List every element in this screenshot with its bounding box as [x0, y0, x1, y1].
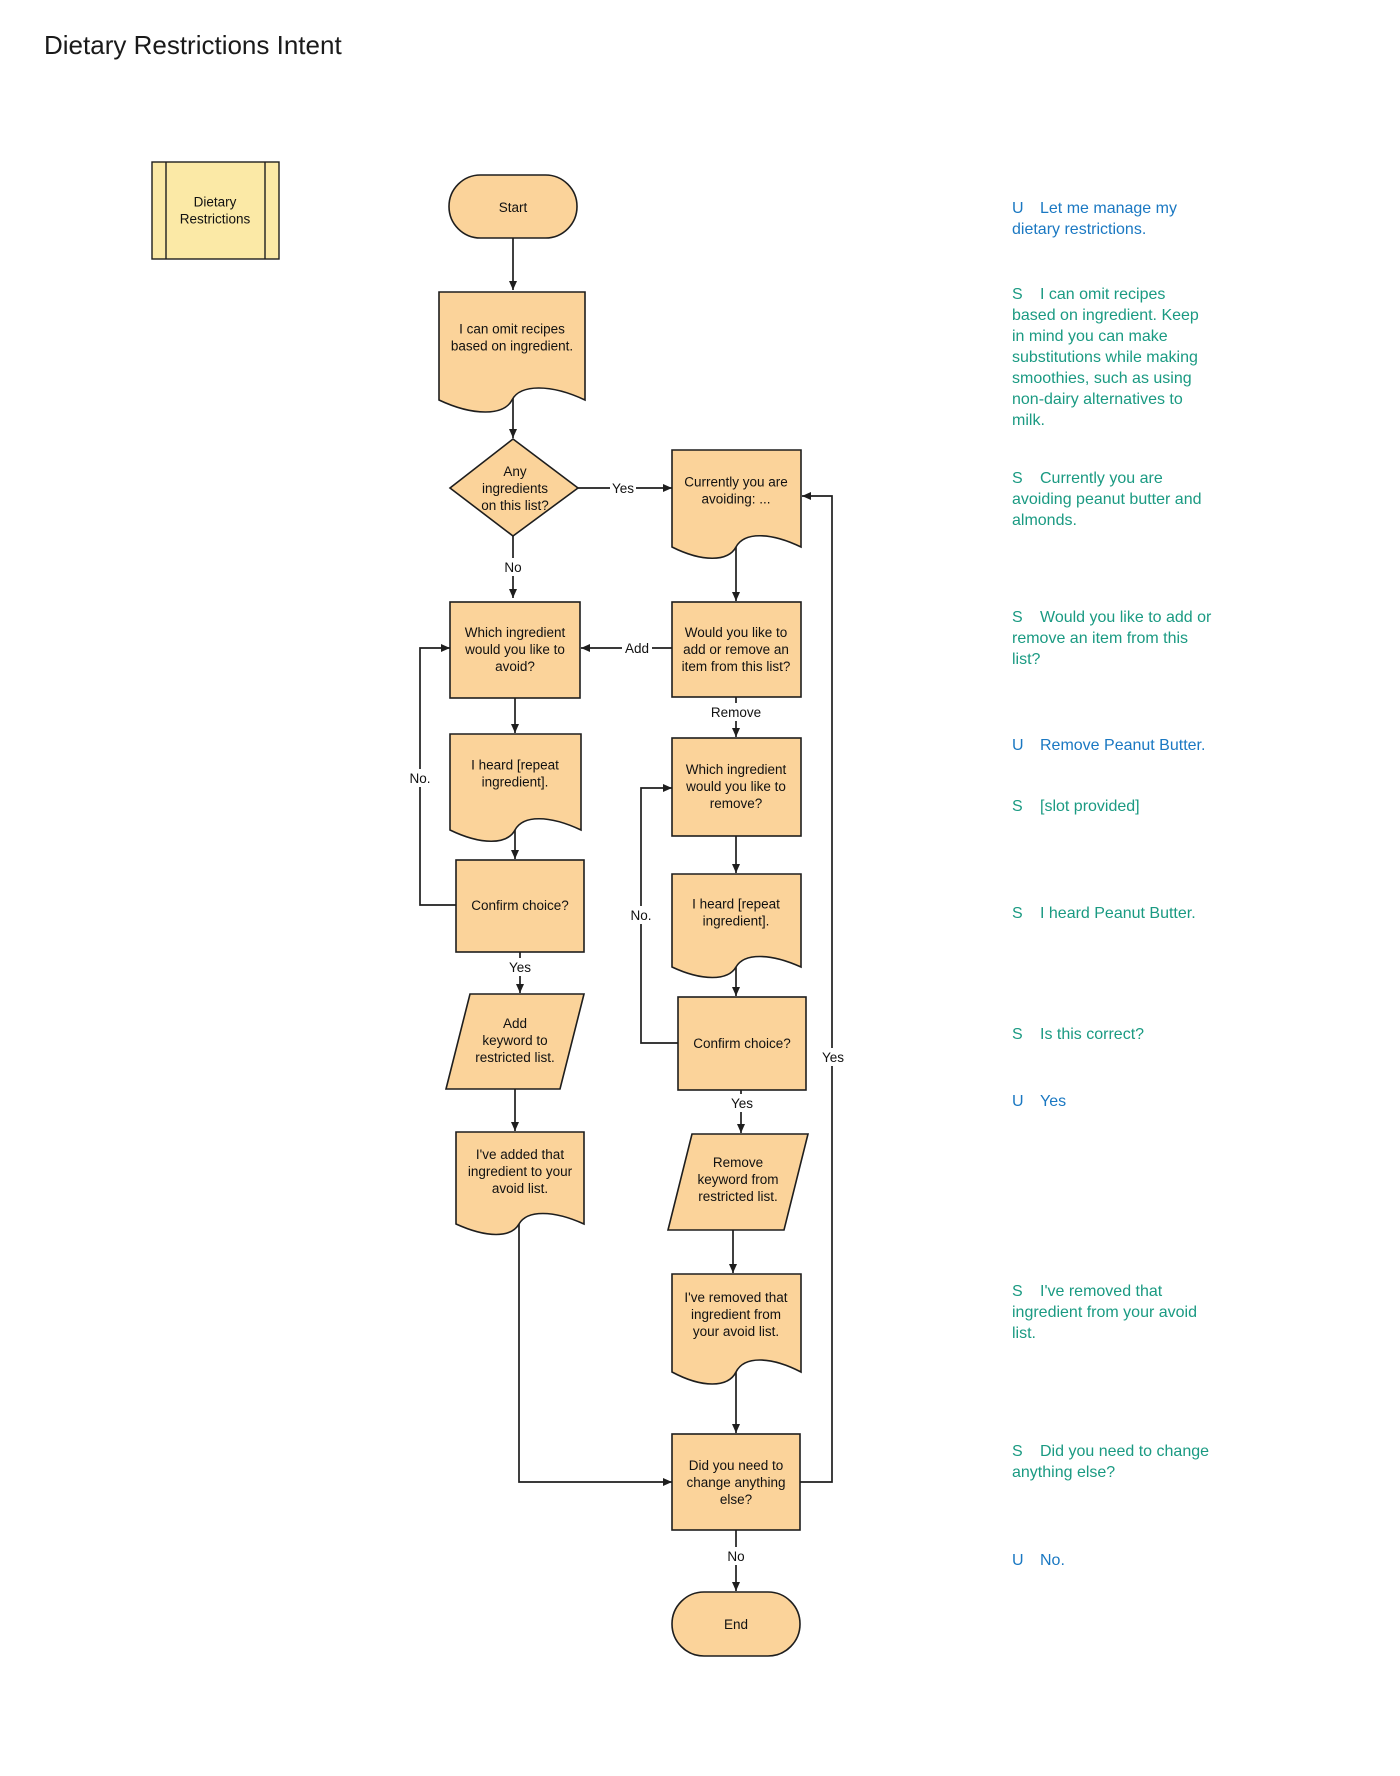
edge-label-yes-loop: Yes: [822, 1050, 844, 1065]
dialog-turn: S [slot provided]: [1012, 796, 1212, 817]
confirm-remove-label: Confirm choice?: [693, 1036, 791, 1051]
dialog-text: Let me manage my dietary restrictions.: [1012, 200, 1177, 238]
dialog-turn: U Remove Peanut Butter.: [1012, 735, 1212, 756]
dialog-turn: S Is this correct?: [1012, 1024, 1212, 1045]
edge-label-yes-list: Yes: [612, 481, 634, 496]
edge-label-yes-remove: Yes: [731, 1096, 753, 1111]
speaker-tag: S: [1012, 905, 1023, 922]
speaker-tag: U: [1012, 1093, 1024, 1110]
dialog-text: I've removed that ingredient from your a…: [1012, 1283, 1197, 1342]
dialog-text: Currently you are avoiding peanut butter…: [1012, 470, 1202, 529]
edge-label-no-list: No: [504, 560, 521, 575]
edge-label-no-remove: No.: [630, 908, 651, 923]
edge-label-remove: Remove: [711, 705, 761, 720]
end-terminal: End: [671, 1591, 801, 1657]
speaker-tag: U: [1012, 1552, 1024, 1569]
confirm-add-process: Confirm choice?: [455, 859, 585, 953]
edge-added-change-else: [518, 1222, 672, 1486]
dialog-turn: S I heard Peanut Butter.: [1012, 903, 1212, 924]
dialog-text: Remove Peanut Butter.: [1040, 737, 1206, 754]
dialog-text: [slot provided]: [1040, 798, 1140, 815]
dialog-text: Did you need to change anything else?: [1012, 1443, 1210, 1481]
dialog-text: Yes: [1040, 1093, 1067, 1110]
confirm-remove-process: Confirm choice?: [677, 996, 807, 1091]
speaker-tag: S: [1012, 470, 1023, 487]
dialog-text: Would you like to add or remove an item …: [1012, 609, 1212, 668]
dialog-text: I heard Peanut Butter.: [1040, 905, 1196, 922]
confirm-add-label: Confirm choice?: [471, 898, 569, 913]
speaker-tag: S: [1012, 286, 1023, 303]
speaker-tag: S: [1012, 609, 1023, 626]
dialog-turn: U Yes: [1012, 1091, 1212, 1112]
start-label: Start: [499, 200, 528, 215]
speaker-tag: S: [1012, 798, 1023, 815]
edge-label-yes-add: Yes: [509, 960, 531, 975]
dialog-turn: U No.: [1012, 1550, 1212, 1571]
speaker-tag: S: [1012, 1026, 1023, 1043]
dialog-text: I can omit recipes based on ingredient. …: [1012, 286, 1199, 429]
speaker-tag: S: [1012, 1283, 1023, 1300]
edge-label-no-end: No: [727, 1549, 744, 1564]
dialog-text: Is this correct?: [1040, 1026, 1145, 1043]
speaker-tag: S: [1012, 1443, 1023, 1460]
edge-label-add: Add: [625, 641, 649, 656]
edge-change-else-yes-loop: [800, 492, 833, 1483]
end-label: End: [724, 1617, 748, 1632]
edge-label-no-add: No.: [409, 771, 430, 786]
page-title: Dietary Restrictions Intent: [44, 30, 342, 60]
speaker-tag: U: [1012, 737, 1024, 754]
speaker-tag: U: [1012, 200, 1024, 217]
dialog-text: No.: [1040, 1552, 1065, 1569]
start-terminal: Start: [448, 174, 578, 239]
